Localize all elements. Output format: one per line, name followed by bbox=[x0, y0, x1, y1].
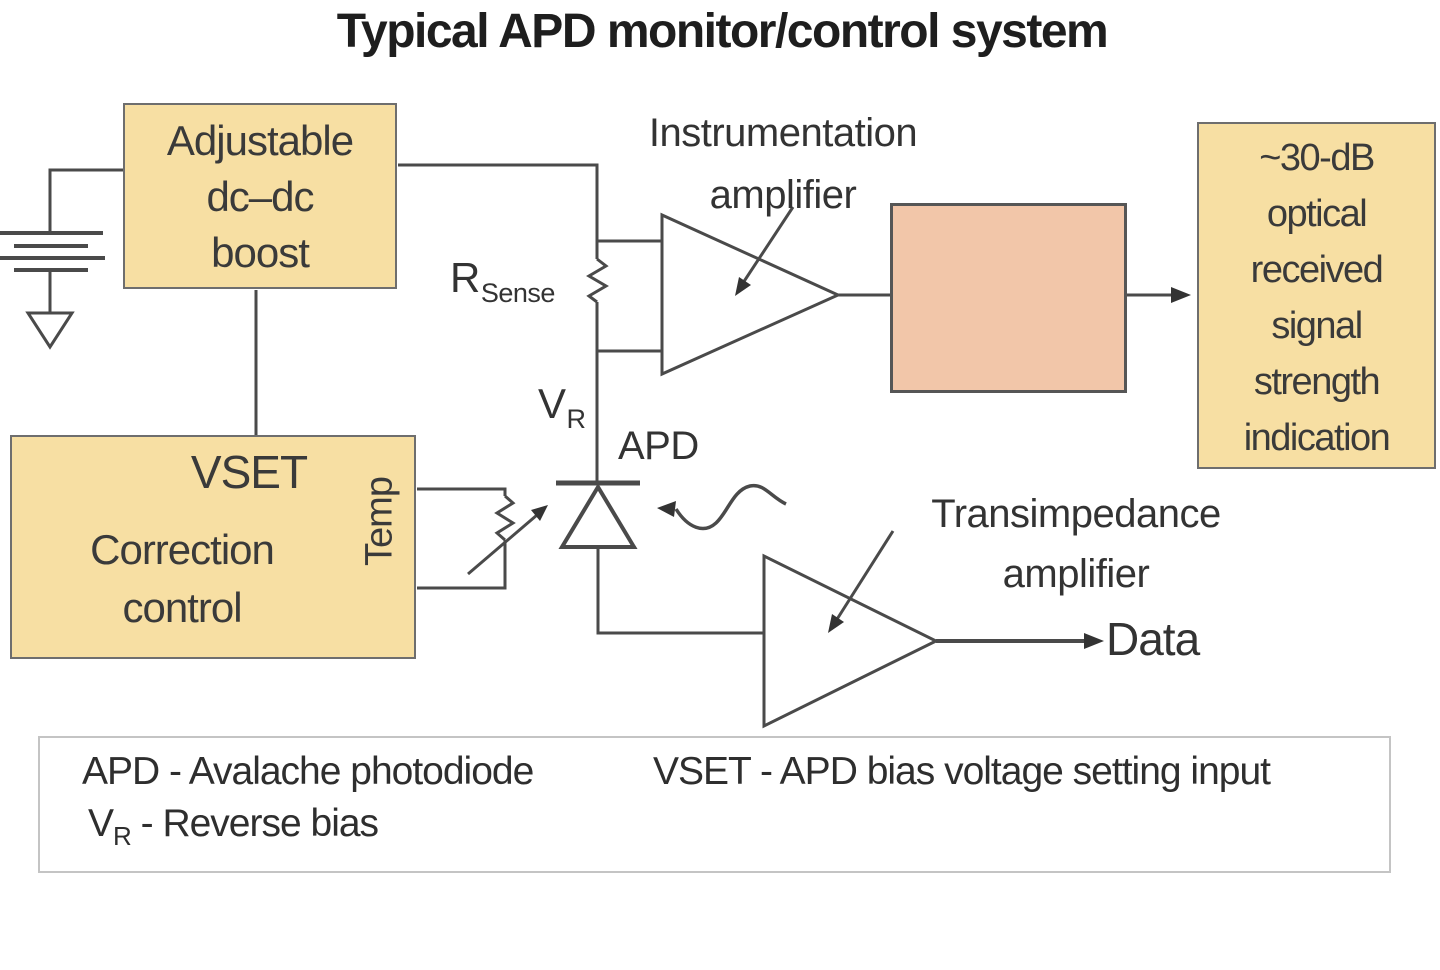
r-sense-label: RSense bbox=[450, 254, 555, 308]
thermistor-arrow bbox=[467, 513, 538, 576]
correction-control-label: Correction control bbox=[90, 526, 275, 631]
vset-label: VSET bbox=[190, 446, 308, 498]
rssi-label: ~30-dB optical received signal strength … bbox=[1243, 137, 1391, 459]
legend-apd-definition: APD - Avalache photodiode bbox=[82, 750, 534, 793]
arrowhead bbox=[828, 614, 844, 633]
arrowhead bbox=[531, 505, 548, 521]
arrowhead bbox=[657, 501, 676, 517]
transimpedance-pointer-arrow bbox=[832, 530, 895, 625]
legend-vr-definition: VR - Reverse bias bbox=[88, 802, 379, 851]
arrowhead bbox=[735, 277, 751, 296]
diagram-title: Typical APD monitor/control system bbox=[336, 5, 1109, 58]
apd-label: APD bbox=[618, 424, 699, 468]
block-vset-correction-control: VSET Correction control bbox=[10, 435, 416, 659]
instrumentation-pointer-arrow bbox=[739, 206, 795, 287]
v-r-label: VR bbox=[538, 380, 586, 434]
block-adjustable-dcdc-boost: Adjustable dc–dc boost bbox=[123, 103, 397, 289]
legend-box bbox=[38, 736, 1391, 873]
block-rssi-indication: ~30-dB optical received signal strength … bbox=[1197, 122, 1436, 469]
transimpedance-amplifier-label: Transimpedance amplifier bbox=[931, 492, 1221, 596]
ground-icon bbox=[25, 311, 75, 350]
data-output-label: Data bbox=[1106, 613, 1200, 665]
thermistor-icon bbox=[494, 494, 516, 542]
wire-boost-output bbox=[398, 163, 599, 259]
wire-temp-bottom bbox=[417, 540, 507, 590]
legend-vset-definition: VSET - APD bias voltage setting input bbox=[653, 750, 1271, 793]
arrowhead bbox=[1084, 633, 1104, 649]
temp-label: Temp bbox=[358, 477, 401, 566]
instrumentation-amplifier-triangle bbox=[660, 212, 842, 377]
photodiode-icon bbox=[556, 480, 640, 549]
instrumentation-amplifier-label: Instrumentation amplifier bbox=[648, 111, 918, 217]
arrowhead bbox=[1171, 287, 1191, 303]
wire-battery-to-boost bbox=[48, 168, 123, 233]
block-response-curve-graph bbox=[890, 203, 1127, 393]
block-adjustable-label: Adjustable dc–dc boost bbox=[166, 117, 354, 276]
resistor-zigzag-icon bbox=[586, 257, 609, 304]
battery-icon bbox=[0, 231, 105, 272]
wire-apd-to-tia bbox=[596, 547, 764, 635]
photon-wavy-arrow-icon bbox=[674, 483, 787, 531]
wire-temp-top bbox=[417, 487, 507, 496]
